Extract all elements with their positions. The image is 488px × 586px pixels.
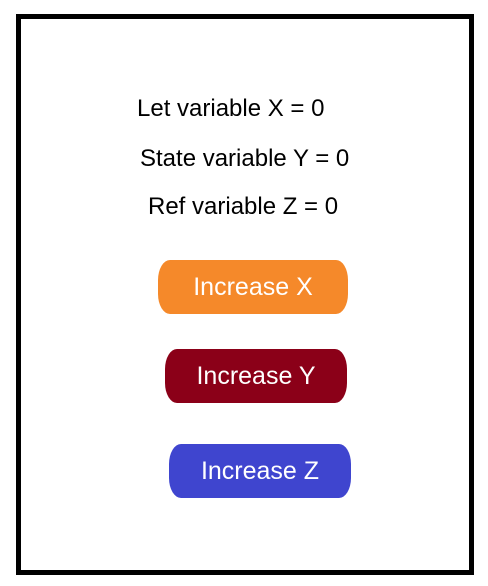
- increase-z-button-label: Increase Z: [200, 456, 320, 485]
- ref-variable-z-text: Ref variable Z = 0: [148, 193, 339, 220]
- let-variable-x-text: Let variable X = 0: [137, 95, 325, 122]
- increase-z-button[interactable]: Increase Z: [169, 444, 351, 498]
- state-variable-y-text: State variable Y = 0: [140, 145, 350, 172]
- increase-x-button-label: Increase X: [193, 272, 313, 301]
- increase-x-button[interactable]: Increase X: [158, 260, 348, 314]
- increase-y-button[interactable]: Increase Y: [165, 349, 347, 403]
- increase-y-button-label: Increase Y: [196, 361, 316, 390]
- app-frame: Let variable X = 0 State variable Y = 0 …: [16, 14, 474, 575]
